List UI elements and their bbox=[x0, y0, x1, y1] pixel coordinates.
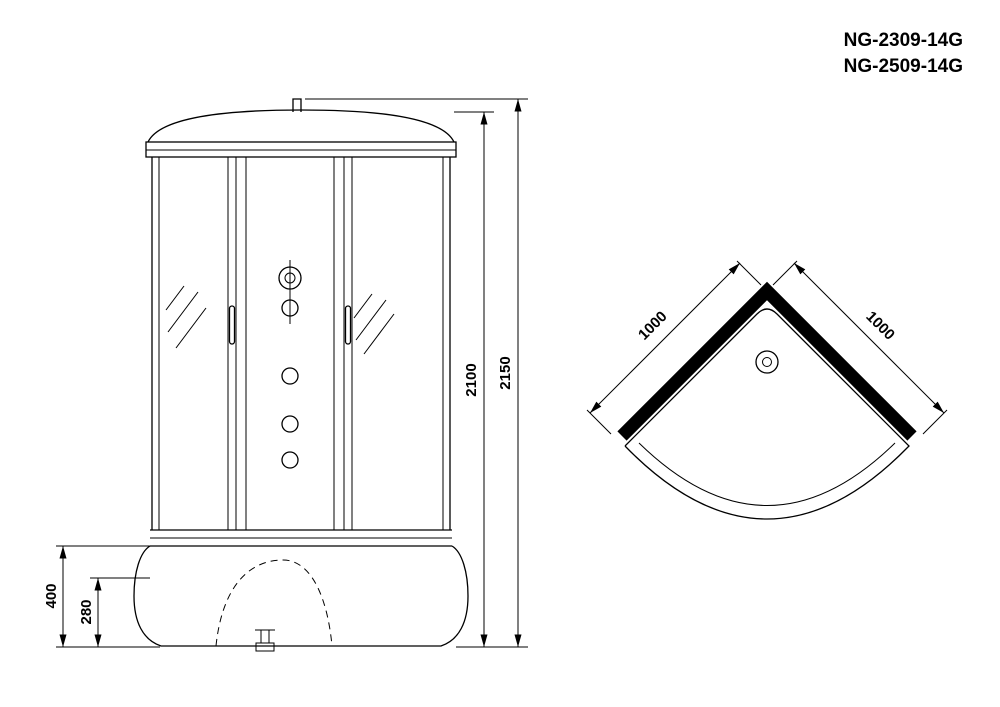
dim-label-side-right: 1000 bbox=[862, 308, 898, 344]
massage-jet-2 bbox=[281, 415, 299, 433]
dim-label-tray-inner-height: 280 bbox=[78, 599, 95, 624]
plan-drain bbox=[755, 350, 779, 374]
dim-line-side-left bbox=[589, 262, 741, 414]
glass-hatch-right bbox=[353, 293, 395, 355]
tray-rim bbox=[150, 529, 452, 547]
tray-hidden-contour bbox=[215, 559, 333, 647]
door-handle-right bbox=[344, 305, 352, 345]
dim-label-cabin-height: 2100 bbox=[463, 363, 480, 396]
massage-jet-3 bbox=[281, 451, 299, 469]
roof-dome bbox=[147, 109, 455, 143]
model-number-1: NG-2309-14G bbox=[844, 30, 963, 51]
top-pipe bbox=[292, 98, 302, 112]
dim-label-total-height: 2150 bbox=[497, 356, 514, 389]
tray-outline bbox=[624, 308, 910, 520]
front-view-dimensions: 2100 2150 400 280 bbox=[43, 98, 528, 648]
roof-band bbox=[145, 141, 457, 158]
mixer-dial bbox=[278, 266, 302, 290]
drain-outlet bbox=[255, 629, 275, 652]
model-labels: NG-2309-14G NG-2509-14G bbox=[844, 30, 963, 77]
front-view bbox=[133, 98, 469, 652]
control-column bbox=[278, 260, 302, 469]
plan-view: 1000 1000 bbox=[586, 260, 948, 520]
tray-inner-rim bbox=[638, 442, 896, 506]
massage-jet-1 bbox=[281, 367, 299, 385]
dim-label-base-height: 400 bbox=[43, 583, 60, 608]
glass-hatch-left bbox=[165, 285, 207, 349]
door-handle-left bbox=[228, 305, 236, 345]
dim-line-side-right bbox=[793, 262, 945, 414]
model-number-2: NG-2509-14G bbox=[844, 56, 963, 77]
mixer-knob bbox=[281, 299, 299, 317]
cabin-frame bbox=[151, 157, 451, 530]
tray-base bbox=[133, 545, 469, 647]
mixer-dial-inner bbox=[284, 272, 296, 284]
